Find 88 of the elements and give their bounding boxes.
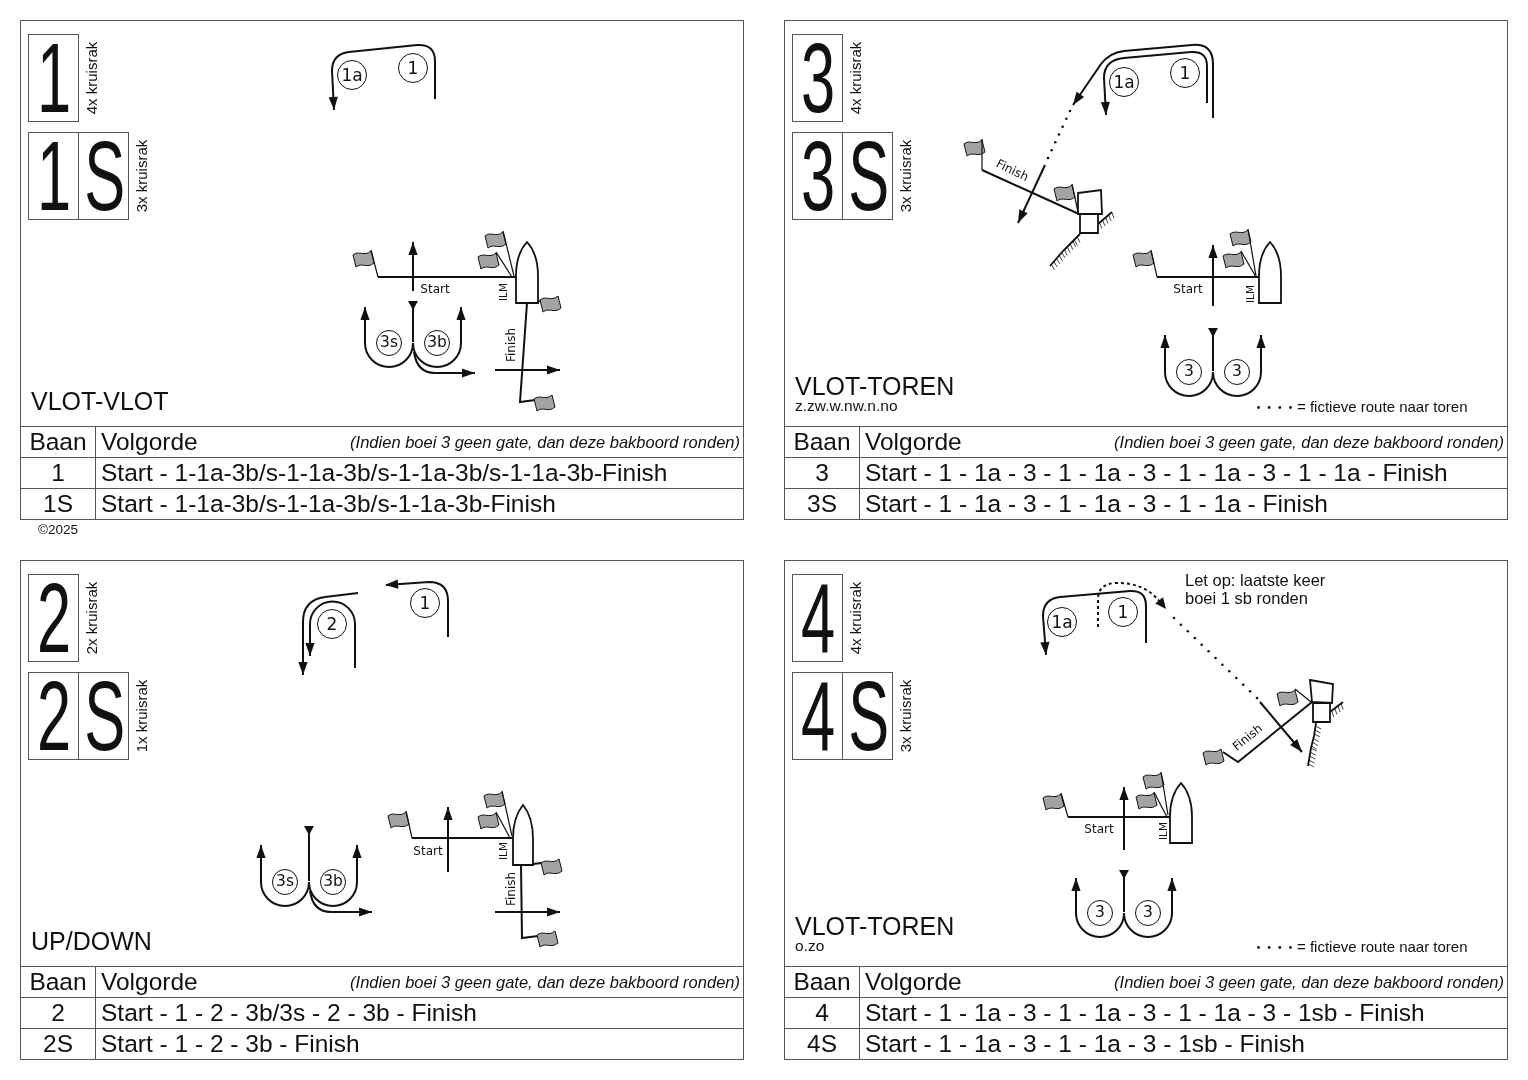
course-number: S — [83, 680, 124, 752]
leg-count-label: 3x kruisrak — [132, 139, 150, 213]
course-title: UP/DOWN — [31, 929, 152, 954]
wind-directions-text: z.zw.w.nw.n.no — [795, 398, 898, 414]
course-title: VLOT-TOREN — [795, 374, 955, 399]
leg-count-label: 4x kruisrak — [846, 41, 864, 115]
course-number: 1 — [35, 42, 72, 114]
table-cell: Start - 1 - 2 - 3b/3s - 2 - 3b - Finish — [95, 997, 743, 1028]
column-header: Volgorde — [101, 967, 198, 997]
buoy-marker: 3 — [1135, 900, 1161, 926]
buoy-marker: 3s — [376, 330, 402, 356]
buoy-marker: 1 — [398, 53, 428, 83]
mark-label: ILM — [1243, 285, 1257, 303]
buoy-marker: 3 — [1224, 359, 1250, 385]
table-cell: Start - 1-1a-3b/s-1-1a-3b/s-1-1a-3b/s-1-1a-3b-Finish — [95, 457, 743, 488]
line-label: Start — [413, 845, 443, 859]
buoy-marker: 1a — [337, 60, 367, 90]
table-cell: 2S — [21, 1028, 95, 1059]
table-cell: Start - 1 - 1a - 3 - 1 - 1a - 3 - 1 - 1a - 3 - 1sb - Finish — [859, 997, 1507, 1028]
course-number: S — [83, 140, 124, 212]
line-label: Start — [1173, 283, 1203, 297]
course-number: S — [847, 140, 888, 212]
buoy-marker: 3 — [1087, 900, 1113, 926]
course-panel — [784, 560, 1508, 1060]
course-number: 2 — [35, 680, 72, 752]
table-cell: 4 — [785, 997, 859, 1028]
wind-directions-text: o.zo — [795, 938, 825, 954]
column-header: Baan — [785, 966, 859, 997]
legend-label: = fictieve route naar toren — [1297, 399, 1468, 416]
line-label: Start — [1084, 823, 1114, 837]
course-number: 3 — [799, 140, 836, 212]
table-cell: Start - 1 - 2 - 3b - Finish — [95, 1028, 743, 1059]
course-number: 2 — [35, 582, 72, 654]
table-cell: Start - 1 - 1a - 3 - 1 - 1a - 3 - 1 - 1a - 3 - 1 - 1a - Finish — [859, 457, 1507, 488]
copyright-text: ©2025 — [38, 523, 78, 538]
course-title: VLOT-TOREN — [795, 914, 955, 939]
legend-label: = fictieve route naar toren — [1297, 939, 1468, 956]
buoy-marker: 3s — [272, 869, 298, 895]
column-header: Baan — [21, 426, 95, 457]
buoy-marker: 3 — [1176, 359, 1202, 385]
course-number: 4 — [799, 582, 836, 654]
course-panel — [784, 20, 1508, 520]
mark-label: ILM — [1156, 822, 1170, 840]
course-number: 4 — [799, 680, 836, 752]
table-cell: 3S — [785, 488, 859, 519]
leg-count-label: 2x kruisrak — [82, 581, 100, 655]
table-note: (Indien boei 3 geen gate, dan deze bakboord ronden) — [1114, 432, 1504, 453]
course-panel — [20, 20, 744, 520]
buoy-marker: 1a — [1047, 607, 1077, 637]
table-cell: 1 — [21, 457, 95, 488]
buoy-marker: 3b — [424, 330, 450, 356]
table-note: (Indien boei 3 geen gate, dan deze bakboord ronden) — [350, 972, 740, 993]
buoy-marker: 1 — [410, 588, 440, 618]
mark-label: ILM — [496, 283, 510, 301]
course-panel — [20, 560, 744, 1060]
leg-count-label: 3x kruisrak — [896, 139, 914, 213]
buoy-marker: 1 — [1170, 58, 1200, 88]
column-header: Baan — [785, 426, 859, 457]
line-label: Finish — [505, 871, 519, 907]
line-label: Finish — [505, 327, 519, 363]
note-text: Let op: laatste keer boei 1 sb ronden — [1185, 571, 1327, 608]
column-header: Volgorde — [865, 967, 962, 997]
column-header: Volgorde — [101, 427, 198, 457]
leg-count-label: 1x kruisrak — [132, 679, 150, 753]
table-cell: 2 — [21, 997, 95, 1028]
leg-count-label: 4x kruisrak — [82, 41, 100, 115]
table-cell: 1S — [21, 488, 95, 519]
column-header: Baan — [21, 966, 95, 997]
buoy-marker: 1 — [1108, 597, 1138, 627]
table-cell: 3 — [785, 457, 859, 488]
buoy-marker: 1a — [1109, 67, 1139, 97]
course-number: 3 — [799, 42, 836, 114]
course-title: VLOT-VLOT — [31, 389, 169, 414]
column-header: Volgorde — [865, 427, 962, 457]
leg-count-label: 3x kruisrak — [896, 679, 914, 753]
buoy-marker: 2 — [317, 609, 347, 639]
line-label: Start — [420, 283, 450, 297]
course-number: 1 — [35, 140, 72, 212]
table-note: (Indien boei 3 geen gate, dan deze bakboord ronden) — [350, 432, 740, 453]
table-cell: Start - 1 - 1a - 3 - 1 - 1a - 3 - 1 - 1a - Finish — [859, 488, 1507, 519]
table-cell: Start - 1-1a-3b/s-1-1a-3b/s-1-1a-3b-Finish — [95, 488, 743, 519]
leg-count-label: 4x kruisrak — [846, 581, 864, 655]
course-number: S — [847, 680, 888, 752]
mark-label: ILM — [496, 842, 510, 860]
buoy-marker: 3b — [320, 869, 346, 895]
table-note: (Indien boei 3 geen gate, dan deze bakboord ronden) — [1114, 972, 1504, 993]
table-cell: 4S — [785, 1028, 859, 1059]
table-cell: Start - 1 - 1a - 3 - 1 - 1a - 3 - 1sb - Finish — [859, 1028, 1507, 1059]
